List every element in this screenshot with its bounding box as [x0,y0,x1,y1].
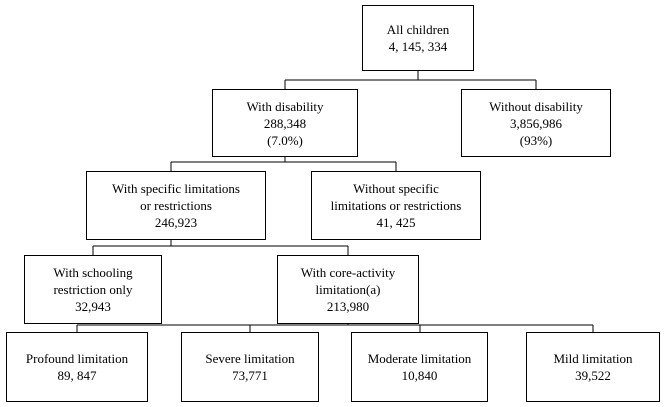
node-with-disability: With disability 288,348 (7.0%) [212,89,358,157]
node-label-line1: With core-activity [300,265,396,280]
node-value: 39,522 [575,368,611,383]
node-value: 288,348 [263,115,307,131]
node-share: (7.0%) [267,132,303,148]
node-value: 10,840 [401,368,438,383]
node-value: 4, 145, 334 [388,39,448,54]
node-label-line2: restriction only [53,282,133,297]
node-label: Moderate limitation [367,351,472,366]
node-moderate-limitation: Moderate limitation 10,840 [351,332,488,402]
node-value: 73,771 [232,368,268,383]
node-value: 246,923 [154,215,198,230]
node-label-line2: limitation(a) [315,282,381,297]
node-with-specific-limitations: With specific limitations or restriction… [86,171,266,240]
node-label-line1: With schooling [53,265,133,280]
node-label: Severe limitation [205,351,295,366]
node-all-children: All children 4, 145, 334 [362,5,474,71]
node-label-line1: Without specific [353,181,439,196]
node-value: 41, 425 [376,215,416,230]
node-share: (93%) [519,132,553,148]
node-without-specific-limitations: Without specific limitations or restrict… [311,171,481,240]
node-value: 89, 847 [57,368,97,383]
node-value: 32,943 [75,299,111,314]
node-mild-limitation: Mild limitation 39,522 [526,332,660,402]
node-label: Without disability [489,98,583,114]
node-label-line2: limitations or restrictions [330,198,462,213]
node-label-line2: or restrictions [140,198,212,213]
node-without-disability: Without disability 3,856,986 (93%) [461,89,611,157]
node-label: Profound limitation [25,351,129,366]
node-core-activity-limitation: With core-activity limitation(a) 213,980 [277,255,419,324]
node-label: Mild limitation [553,351,633,366]
node-label: All children [386,22,450,37]
node-value: 213,980 [326,299,370,314]
node-value: 3,856,986 [510,115,562,131]
node-severe-limitation: Severe limitation 73,771 [181,332,319,402]
node-label: With disability [246,98,324,114]
node-label-line1: With specific limitations [111,181,240,196]
node-schooling-restriction-only: With schooling restriction only 32,943 [24,255,162,324]
node-profound-limitation: Profound limitation 89, 847 [6,332,148,402]
